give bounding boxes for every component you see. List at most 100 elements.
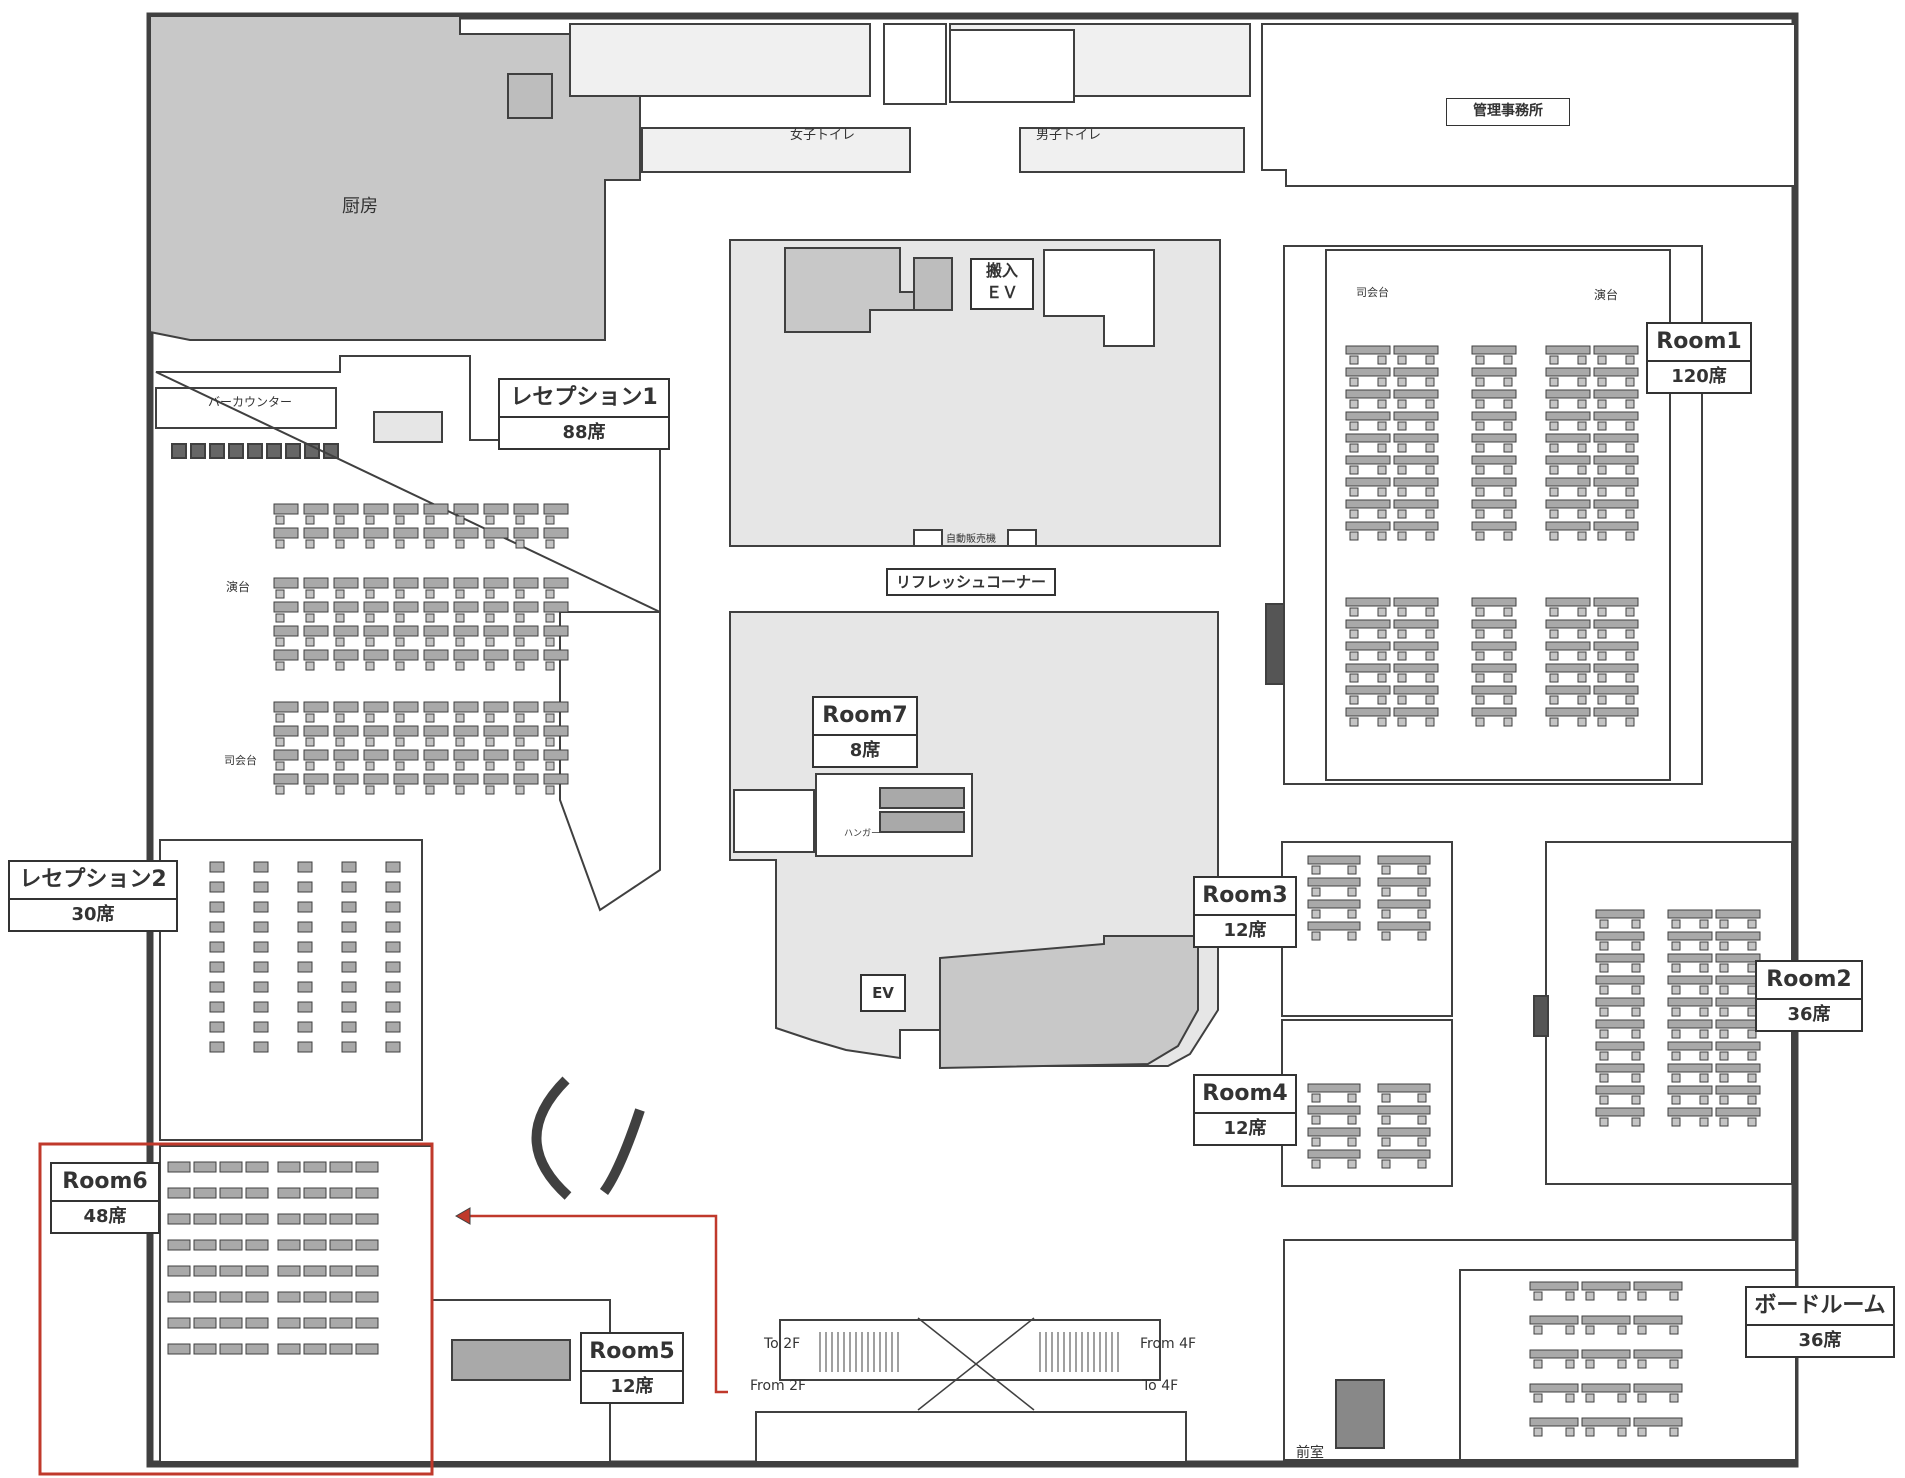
room-seats: 36席 <box>1798 1330 1842 1351</box>
room1-seat-chair <box>1475 421 1485 431</box>
room2-seat-chair <box>1599 1073 1609 1083</box>
room1-seat-chair <box>1597 695 1607 705</box>
utility-closet <box>883 23 947 105</box>
room6-seat <box>167 1187 191 1199</box>
reception1-seat <box>393 527 419 539</box>
room1-seat-table <box>1393 389 1439 399</box>
reception1-seat <box>273 701 299 713</box>
room1-seat-chair <box>1397 399 1407 409</box>
room1-seat-chair <box>1349 629 1359 639</box>
room2-seat-table <box>1667 1085 1713 1095</box>
room4-seat-table <box>1377 1127 1431 1137</box>
room-name: Room1 <box>1648 324 1750 362</box>
reception1-seat <box>333 601 359 613</box>
room2-seat-chair <box>1719 1117 1729 1127</box>
reception2-seat <box>385 1001 401 1013</box>
reception1-seat <box>453 725 479 737</box>
room1-seat-chair <box>1597 421 1607 431</box>
reception1-chair <box>425 637 435 647</box>
room2-seat-table <box>1595 1107 1645 1117</box>
reception2-seat <box>253 1021 269 1033</box>
bar-stool <box>209 443 225 459</box>
room2-seat-chair <box>1671 941 1681 951</box>
core-storage-2 <box>1043 249 1155 347</box>
room1-seat-chair <box>1503 651 1513 661</box>
room6-seat <box>245 1239 269 1251</box>
reception1-seat <box>303 577 329 589</box>
room1-seat-chair <box>1503 673 1513 683</box>
room1-seat-chair <box>1549 399 1559 409</box>
room6-seat <box>277 1265 301 1277</box>
room1-seat-table <box>1393 411 1439 421</box>
room1-seat-table <box>1393 685 1439 695</box>
reception1-chair <box>425 613 435 623</box>
reception2-seat <box>341 941 357 953</box>
room1-seat-chair <box>1503 377 1513 387</box>
room-label-room5[interactable]: Room5 12席 <box>580 1332 684 1404</box>
room1-seat-chair <box>1377 399 1387 409</box>
room-label-room4[interactable]: Room4 12席 <box>1193 1074 1297 1146</box>
reception1-chair <box>335 737 345 747</box>
room1-seat-chair <box>1349 695 1359 705</box>
room-label-room1[interactable]: Room1 120席 <box>1646 322 1752 394</box>
room6-seat <box>303 1161 327 1173</box>
room1-seat-chair <box>1475 531 1485 541</box>
reception1-chair <box>305 737 315 747</box>
room1-seat-chair <box>1625 607 1635 617</box>
vending-label: 自動販売機 <box>946 534 996 545</box>
reception1-chair <box>305 637 315 647</box>
room1-seat-chair <box>1625 673 1635 683</box>
room1-seat-chair <box>1377 465 1387 475</box>
room1-seat-chair <box>1597 673 1607 683</box>
reception1-chair <box>425 785 435 795</box>
room-label-room7[interactable]: Room7 8席 <box>812 696 918 768</box>
room3-seat-chair <box>1417 931 1427 941</box>
room1-seat-chair <box>1425 531 1435 541</box>
room4-seat-chair <box>1347 1093 1357 1103</box>
room-seats: 12席 <box>610 1376 654 1397</box>
room1-seat-chair <box>1549 695 1559 705</box>
room-label-room6[interactable]: Room6 48席 <box>50 1162 160 1234</box>
room-label-reception2[interactable]: レセプション2 30席 <box>8 860 178 932</box>
room-label-boardroom[interactable]: ボードルーム 36席 <box>1745 1286 1895 1358</box>
room2-seat-table <box>1595 975 1645 985</box>
room1-seat-chair <box>1425 487 1435 497</box>
reception2-seat <box>209 981 225 993</box>
room-label-room3[interactable]: Room3 12席 <box>1193 876 1297 948</box>
room4-seat-chair <box>1311 1159 1321 1169</box>
room-label-room2[interactable]: Room2 36席 <box>1755 960 1863 1032</box>
reception1-chair <box>395 589 405 599</box>
reception1-seat <box>513 725 539 737</box>
room1-seat-table <box>1471 663 1517 673</box>
reception1-seat <box>273 625 299 637</box>
room4-seat-chair <box>1417 1093 1427 1103</box>
kitchen-label: 厨房 <box>342 196 378 217</box>
boardroom-seat-chair <box>1565 1393 1575 1403</box>
room-label-reception1[interactable]: レセプション1 88席 <box>498 378 670 450</box>
boardroom-seat-chair <box>1669 1359 1679 1369</box>
reception2-seat <box>385 901 401 913</box>
reception1-seat <box>543 503 569 515</box>
room2-seat-chair <box>1699 1095 1709 1105</box>
room2-screen <box>1533 995 1549 1037</box>
room6-seat <box>219 1265 243 1277</box>
reception1-seat <box>393 773 419 785</box>
room1-seat-table <box>1345 477 1391 487</box>
reception1-seat <box>423 649 449 661</box>
boardroom-seat-chair <box>1533 1325 1543 1335</box>
room1-seat-chair <box>1503 399 1513 409</box>
room2-seat-chair <box>1719 1051 1729 1061</box>
room2-seat-chair <box>1599 1051 1609 1061</box>
reception1-seat <box>393 725 419 737</box>
room2-seat-table <box>1595 909 1645 919</box>
reception1-seat <box>543 625 569 637</box>
reception1-seat <box>273 503 299 515</box>
room2-seat-table <box>1715 975 1761 985</box>
room1-seat-chair <box>1377 651 1387 661</box>
room1-seat-chair <box>1597 717 1607 727</box>
room1-seat-chair <box>1475 487 1485 497</box>
mens-toilet-label: 男子トイレ <box>1036 128 1102 143</box>
room2-seat-chair <box>1671 963 1681 973</box>
reception1-seat <box>543 701 569 713</box>
core-column <box>913 257 953 311</box>
